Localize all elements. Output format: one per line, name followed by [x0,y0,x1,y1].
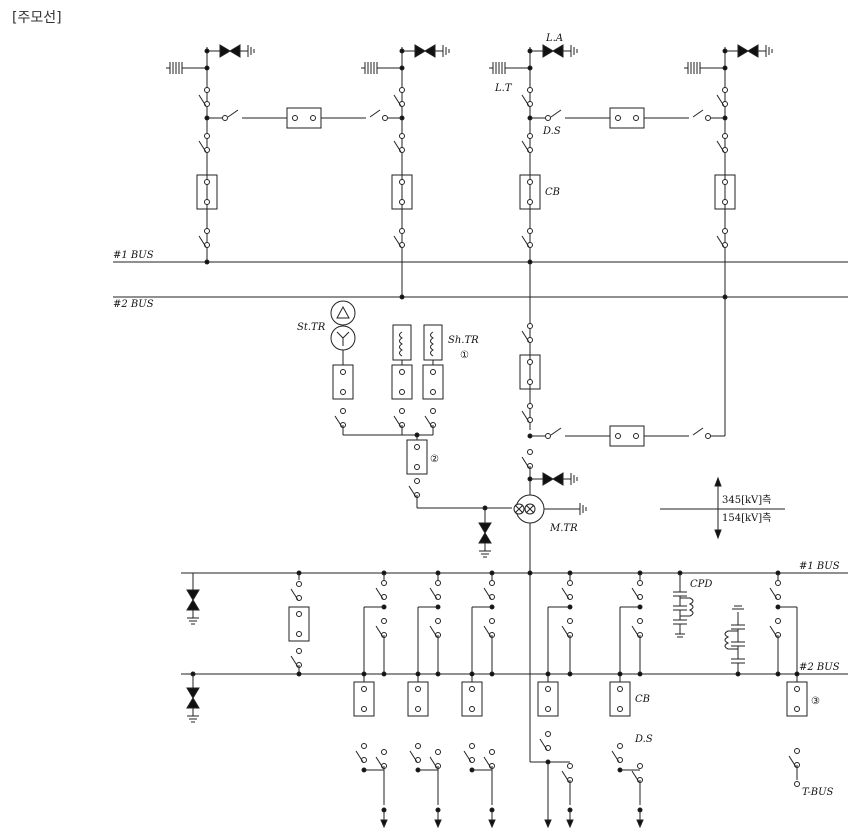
label-cb-top: CB [545,187,560,198]
label-mtr: M.TR [549,523,578,534]
t-bus-bay [769,570,808,787]
cpd-unit [673,570,745,677]
voltage-indicator [660,476,785,540]
label-cb-low: CB [635,694,650,705]
label-tbus: T-BUS [802,787,834,798]
upper-bays [165,44,773,430]
label-bus2-upper: #2 BUS [113,299,154,310]
label-bus1-lower: #1 BUS [799,561,840,572]
label-circ3: ③ [811,696,820,707]
label-la: L.A [545,33,563,44]
label-154kv: 154[kV]측 [722,512,771,524]
label-ds-low: D.S [634,734,653,745]
label-bus2-lower: #2 BUS [799,662,840,673]
label-cpd: CPD [690,579,712,590]
feeder-bays [353,570,644,829]
label-circ1: ① [460,350,469,361]
label-sttr: St.TR [297,322,326,333]
label-lt: L.T [494,83,513,94]
shunt-transformers [391,324,444,428]
page-title: [주모선] [12,10,62,26]
label-bus1-upper: #1 BUS [113,250,154,261]
station-transformer [330,300,356,428]
label-ds-top: D.S [542,126,561,137]
main-transformer [513,494,587,762]
label-345kv: 345[kV]측 [722,494,771,506]
label-circ2: ② [430,454,439,465]
label-shtr: Sh.TR [448,335,479,346]
